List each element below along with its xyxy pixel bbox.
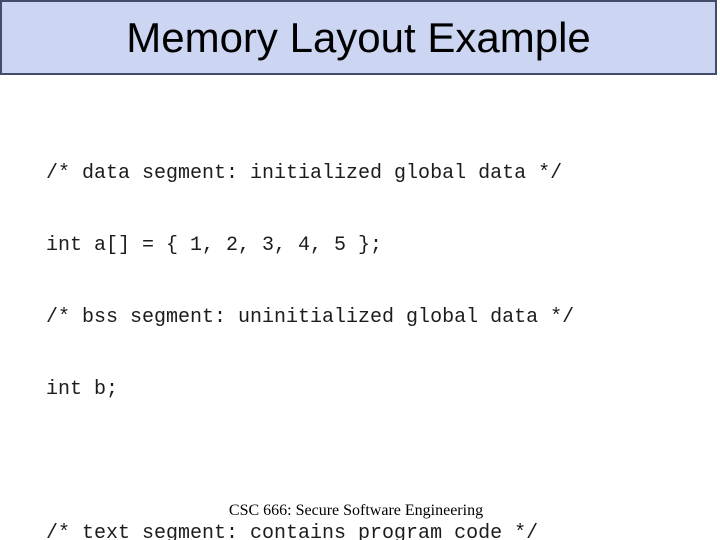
code-line: int b;	[46, 378, 119, 401]
code-block: /* data segment: initialized global data…	[46, 114, 658, 540]
code-line: /* data segment: initialized global data…	[46, 162, 563, 185]
code-line: int a[] = { 1, 2, 3, 4, 5 };	[46, 234, 383, 257]
code-line: /* bss segment: uninitialized global dat…	[46, 306, 575, 329]
slide-footer: CSC 666: Secure Software Engineering	[228, 502, 484, 519]
code-line: /* text segment: contains program code *…	[46, 522, 539, 540]
slide-title: Memory Layout Example	[126, 13, 591, 61]
slide-title-box: Memory Layout Example	[0, 0, 717, 75]
code-line-blank	[46, 450, 658, 474]
